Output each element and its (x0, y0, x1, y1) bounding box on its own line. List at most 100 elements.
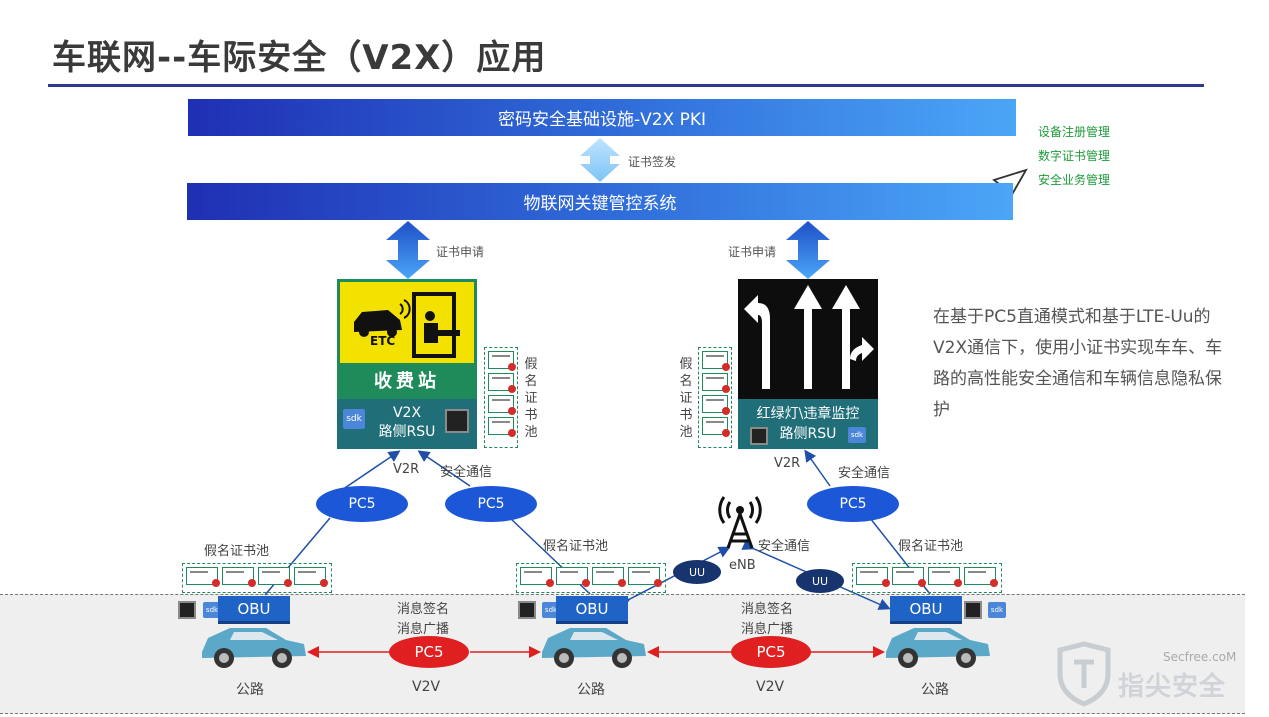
secure-comm-right: 安全通信 (838, 466, 891, 481)
shield-logo-icon (1057, 641, 1111, 707)
chip-icon (964, 601, 982, 619)
cert-icon (222, 567, 256, 587)
etc-scene-icon (354, 292, 460, 358)
char: 名 (679, 374, 693, 389)
cert-icon (520, 567, 554, 587)
obu-center: OBU (556, 596, 628, 624)
uu-bubble: UU (796, 569, 844, 593)
pseudonym-pool-left (484, 347, 518, 448)
lane-sign (738, 279, 878, 399)
car-icon-left (202, 628, 306, 668)
cert-icon (702, 373, 730, 393)
rsu-line2: 路侧RSU (378, 424, 436, 440)
toll-station-label: 收费站 (337, 363, 477, 397)
msg-sign-right: 消息签名 (741, 602, 794, 617)
cell-tower-icon (718, 496, 762, 549)
cert-icon (294, 567, 328, 587)
enb-label: eNB (729, 558, 756, 573)
pseudonym-vertical-label-left: 假 名 证 书 池 (523, 356, 539, 441)
side-category: 安全业务管理 (1038, 173, 1111, 187)
cert-icon (488, 417, 516, 437)
pc5-v2v-bubble: PC5 (731, 636, 811, 668)
chip-icon (445, 409, 469, 433)
secure-comm-left: 安全通信 (440, 465, 493, 480)
pseudonym-pool-label: 假名证书池 (898, 539, 964, 554)
pseudonym-pool-right (698, 347, 732, 448)
pseudonym-pool-label: 假名证书池 (204, 544, 270, 559)
toll-station: ETC 收费站 sdk V2X 路侧RSU (337, 279, 477, 449)
watermark-site: Secfree.coM (1163, 650, 1237, 664)
apply-arrow-right (786, 221, 830, 279)
side-category: 设备注册管理 (1038, 125, 1111, 139)
cert-icon (488, 351, 516, 371)
traffic-rsu: 红绿灯\违章监控 路侧RSU sdk (738, 399, 878, 449)
sdk-icon: sdk (542, 602, 560, 618)
cert-icon (702, 395, 730, 415)
cert-icon (186, 567, 220, 587)
obu-right: OBU (890, 596, 962, 624)
char: 书 (524, 408, 538, 423)
pc5-bubble: PC5 (445, 486, 537, 522)
cert-icon (702, 351, 730, 371)
traffic-station: 红绿灯\违章监控 路侧RSU sdk (738, 279, 878, 449)
cert-icon (892, 567, 926, 587)
v2v-label: V2V (412, 679, 441, 695)
chip-icon (178, 601, 196, 619)
char: 证 (524, 391, 538, 406)
pseudonym-pool (182, 563, 332, 593)
pki-bar: 密码安全基础设施-V2X PKI (188, 99, 1016, 136)
etc-label: ETC (370, 334, 396, 348)
issue-arrow (580, 138, 620, 182)
cert-icon (928, 567, 962, 587)
cert-icon (556, 567, 590, 587)
side-categories: 设备注册管理 数字证书管理 安全业务管理 (1038, 120, 1110, 192)
chip-icon (750, 427, 768, 445)
car-icon-center (542, 628, 646, 668)
road-label: 公路 (921, 682, 949, 698)
chip-icon (518, 601, 536, 619)
msg-broadcast-left: 消息广播 (397, 622, 450, 637)
msg-sign-left: 消息签名 (397, 602, 450, 617)
mgmt-bar: 物联网关键管控系统 (187, 183, 1013, 220)
watermark-brand: 指尖安全 (1118, 672, 1227, 702)
side-category: 数字证书管理 (1038, 149, 1111, 163)
cert-icon (592, 567, 626, 587)
char: 书 (679, 408, 693, 423)
pseudonym-pool-label: 假名证书池 (543, 539, 609, 554)
secure-comm-enb: 安全通信 (758, 539, 811, 554)
rsu-line1: V2X (392, 405, 422, 421)
pc5-bubble: PC5 (316, 486, 408, 522)
lane-arrows-icon (744, 285, 874, 389)
apply-arrow-left (386, 221, 430, 279)
rsu-line2: 路侧RSU (779, 426, 837, 442)
char: 名 (524, 374, 538, 389)
cert-icon (488, 373, 516, 393)
cert-icon (964, 567, 998, 587)
sdk-icon: sdk (203, 602, 221, 618)
uu-bubble: UU (673, 560, 721, 584)
cert-icon (702, 417, 730, 437)
char: 池 (524, 425, 538, 440)
pseudonym-pool (516, 563, 666, 593)
road-label: 公路 (577, 682, 605, 698)
obu-left: OBU (218, 596, 290, 624)
pc5-bubble: PC5 (807, 486, 899, 522)
sdk-icon: sdk (343, 409, 365, 429)
sdk-icon: sdk (848, 427, 866, 443)
cert-icon (856, 567, 890, 587)
msg-broadcast-right: 消息广播 (741, 622, 794, 637)
description-text: 在基于PC5直通模式和基于LTE-Uu的V2X通信下，使用小证书实现车车、车路的… (933, 307, 1223, 420)
cert-icon (628, 567, 662, 587)
char: 证 (679, 391, 693, 406)
cert-icon (258, 567, 292, 587)
pseudonym-vertical-label-right: 假 名 证 书 池 (678, 356, 694, 441)
pseudonym-pool (852, 563, 1002, 593)
v2r-label-left: V2R (393, 462, 420, 477)
rsu-line1: 红绿灯\违章监控 (756, 406, 860, 422)
title-divider (48, 84, 1204, 87)
page-title: 车联网--车际安全（V2X）应用 (52, 38, 547, 78)
issue-label: 证书签发 (628, 155, 677, 169)
car-icon-right (886, 628, 990, 668)
cert-icon (488, 395, 516, 415)
sdk-icon: sdk (988, 602, 1006, 618)
